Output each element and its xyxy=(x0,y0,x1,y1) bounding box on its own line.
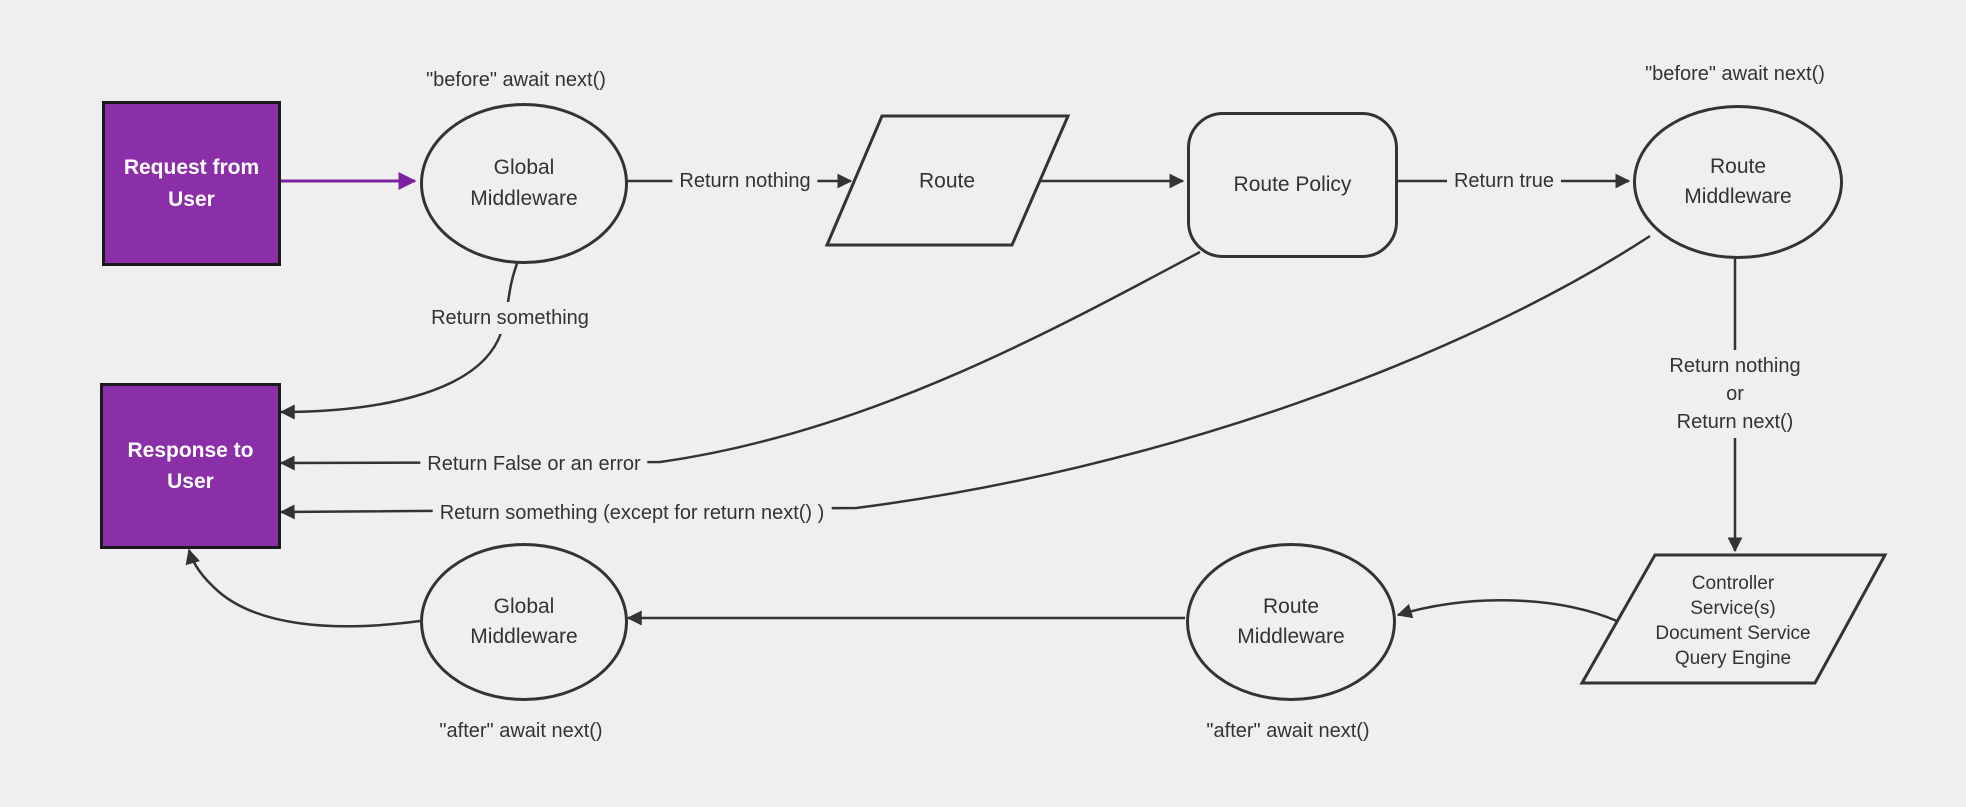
route-middleware-bottom-node: Route Middleware xyxy=(1186,543,1396,701)
edge-global-middleware-return-something xyxy=(279,257,521,420)
return-false-or-error-label: Return False or an error xyxy=(420,448,648,480)
after-await-next-middle-label: "after" await next() xyxy=(1206,720,1370,742)
edge-route-policy-return-false xyxy=(279,250,1201,471)
return-something-except-label: Return something (except for return next… xyxy=(432,497,832,529)
before-await-next-left-label: "before" await next() xyxy=(426,69,606,91)
controller-parallelogram xyxy=(1579,553,1888,685)
request-from-user-node: Request from User xyxy=(102,101,281,266)
route-policy-node: Route Policy xyxy=(1187,112,1398,258)
edge-controller-to-route-middleware-bottom xyxy=(1396,599,1618,623)
edge-route-middleware-return-something-except xyxy=(279,234,1651,520)
return-nothing-or-next-label: Return nothing or Return next() xyxy=(1662,350,1808,438)
before-await-next-right-label: "before" await next() xyxy=(1645,63,1825,85)
route-middleware-top-node: Route Middleware xyxy=(1633,105,1843,259)
return-true-label: Return true xyxy=(1446,165,1562,197)
controller-node-label: Controller Service(s) Document Service Q… xyxy=(1655,572,1811,670)
response-to-user-node: Response to User xyxy=(100,383,281,549)
edge-global-middleware-bottom-to-response xyxy=(185,548,421,628)
route-parallelogram xyxy=(824,114,1071,247)
global-middleware-bottom-node: Global Middleware xyxy=(420,543,628,701)
route-node-label: Route xyxy=(918,169,976,193)
global-middleware-top-node: Global Middleware xyxy=(420,103,628,264)
return-something-label: Return something xyxy=(424,302,596,334)
return-nothing-label: Return nothing xyxy=(672,165,818,197)
after-await-next-left-label: "after" await next() xyxy=(439,720,603,742)
